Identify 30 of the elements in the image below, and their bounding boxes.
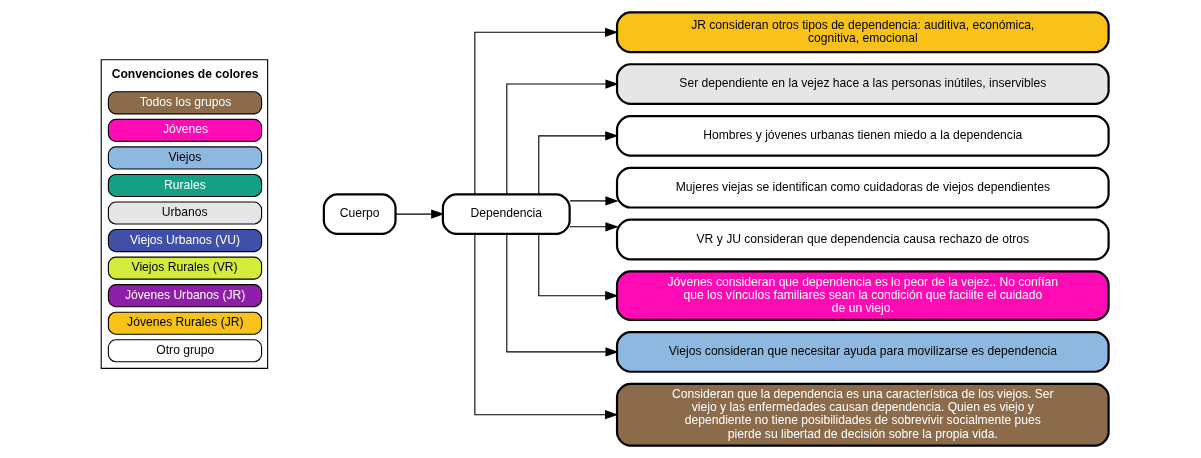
node-box: Jóvenes consideran que dependencia es lo peor de la vejez.. No confían que los vínculos familiares sean la condición que facilite el cuidado de un viejo. [615,270,1110,322]
legend-label: Todos los grupos [139,94,232,109]
node-box: Cuerpo [322,193,397,236]
legend-label: Jóvenes Rurales (JR) [127,315,244,330]
node-box: Hombres y jóvenes urbanas tienen miedo a la dependencia [615,114,1110,157]
legend-label: Viejos Rurales (VR) [131,260,238,275]
node-box: VR y JU consideran que dependencia causa rechazo de otros [615,218,1110,261]
arrow [506,79,619,195]
legend-label: Rurales [164,177,206,192]
arrow [569,196,619,206]
arrow [474,27,619,195]
arrow [474,233,619,420]
legend-label: Viejos [168,150,202,164]
arrow [538,233,619,301]
node-box: Mujeres viejas se identifican como cuidadoras de viejos dependientes [615,166,1110,209]
legend-label: Jóvenes [162,122,209,137]
legend-label: Otro grupo [156,342,215,357]
node-box: Consideran que la dependencia es una característica de los viejos. Ser viejo y las enfermedades causan dependencia. Quien es viejo y dependiente no tiene posibilidades de sobrevivir socialmente pues pierde su libertad de decisión sobre la propia vida. [615,382,1110,447]
node-box: JR consideran otros tipos de dependencia: auditiva, económica, cognitiva, emocional [615,11,1110,54]
legend-label: Viejos Urbanos (VU) [129,232,241,247]
label: Convenciones de colores [111,67,259,82]
arrow [506,233,619,357]
legend-label: Jóvenes Urbanos (JR) [124,287,246,302]
legend-label: Urbanos [161,205,208,220]
arrow [538,131,619,195]
node-box: Dependencia [441,193,571,236]
node-box: Ser dependiente en la vejez hace a las personas inútiles, inservibles [615,63,1110,105]
arrow [395,209,445,219]
arrow [569,222,619,232]
node-box: Viejos consideran que necesitar ayuda para movilizarse es dependencia [615,330,1110,373]
